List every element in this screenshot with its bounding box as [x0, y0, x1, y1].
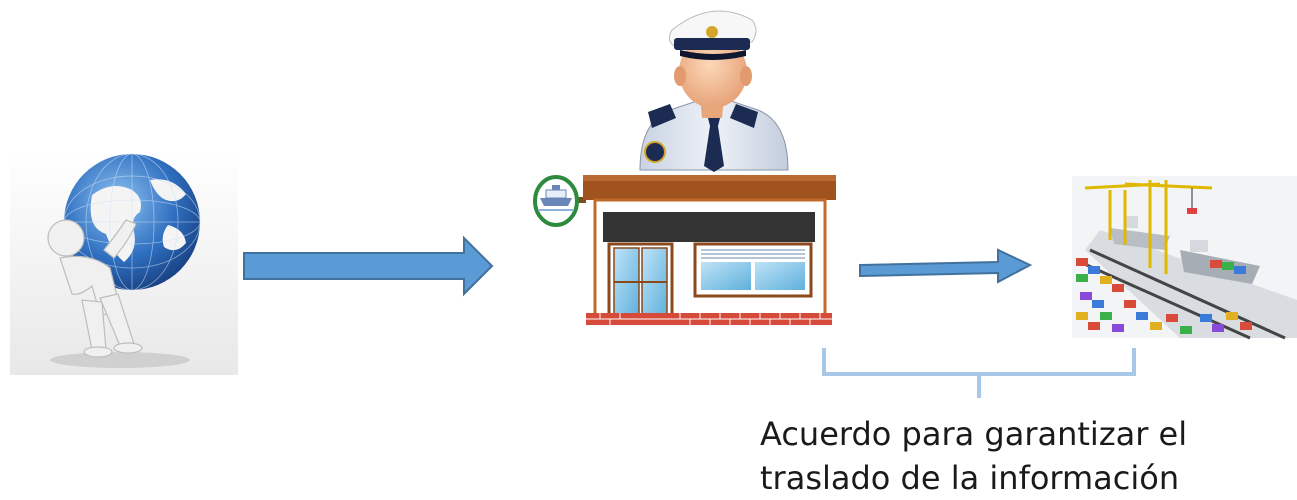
customs-officer-icon	[639, 10, 789, 172]
caption-line-2: traslado de la información	[760, 459, 1180, 497]
person-carrying-globe-icon	[10, 150, 238, 375]
agreement-caption: Acuerdo para garantizar el traslado de l…	[760, 412, 1280, 500]
arrow-office-to-port	[859, 248, 1033, 284]
agreement-bracket	[822, 348, 1136, 398]
ship-sign-icon	[533, 175, 586, 227]
port-terminal-icon	[1072, 176, 1297, 340]
caption-line-1: Acuerdo para garantizar el	[760, 415, 1188, 453]
customs-office-building-icon	[583, 175, 836, 325]
arrow-globe-to-office	[243, 235, 494, 297]
